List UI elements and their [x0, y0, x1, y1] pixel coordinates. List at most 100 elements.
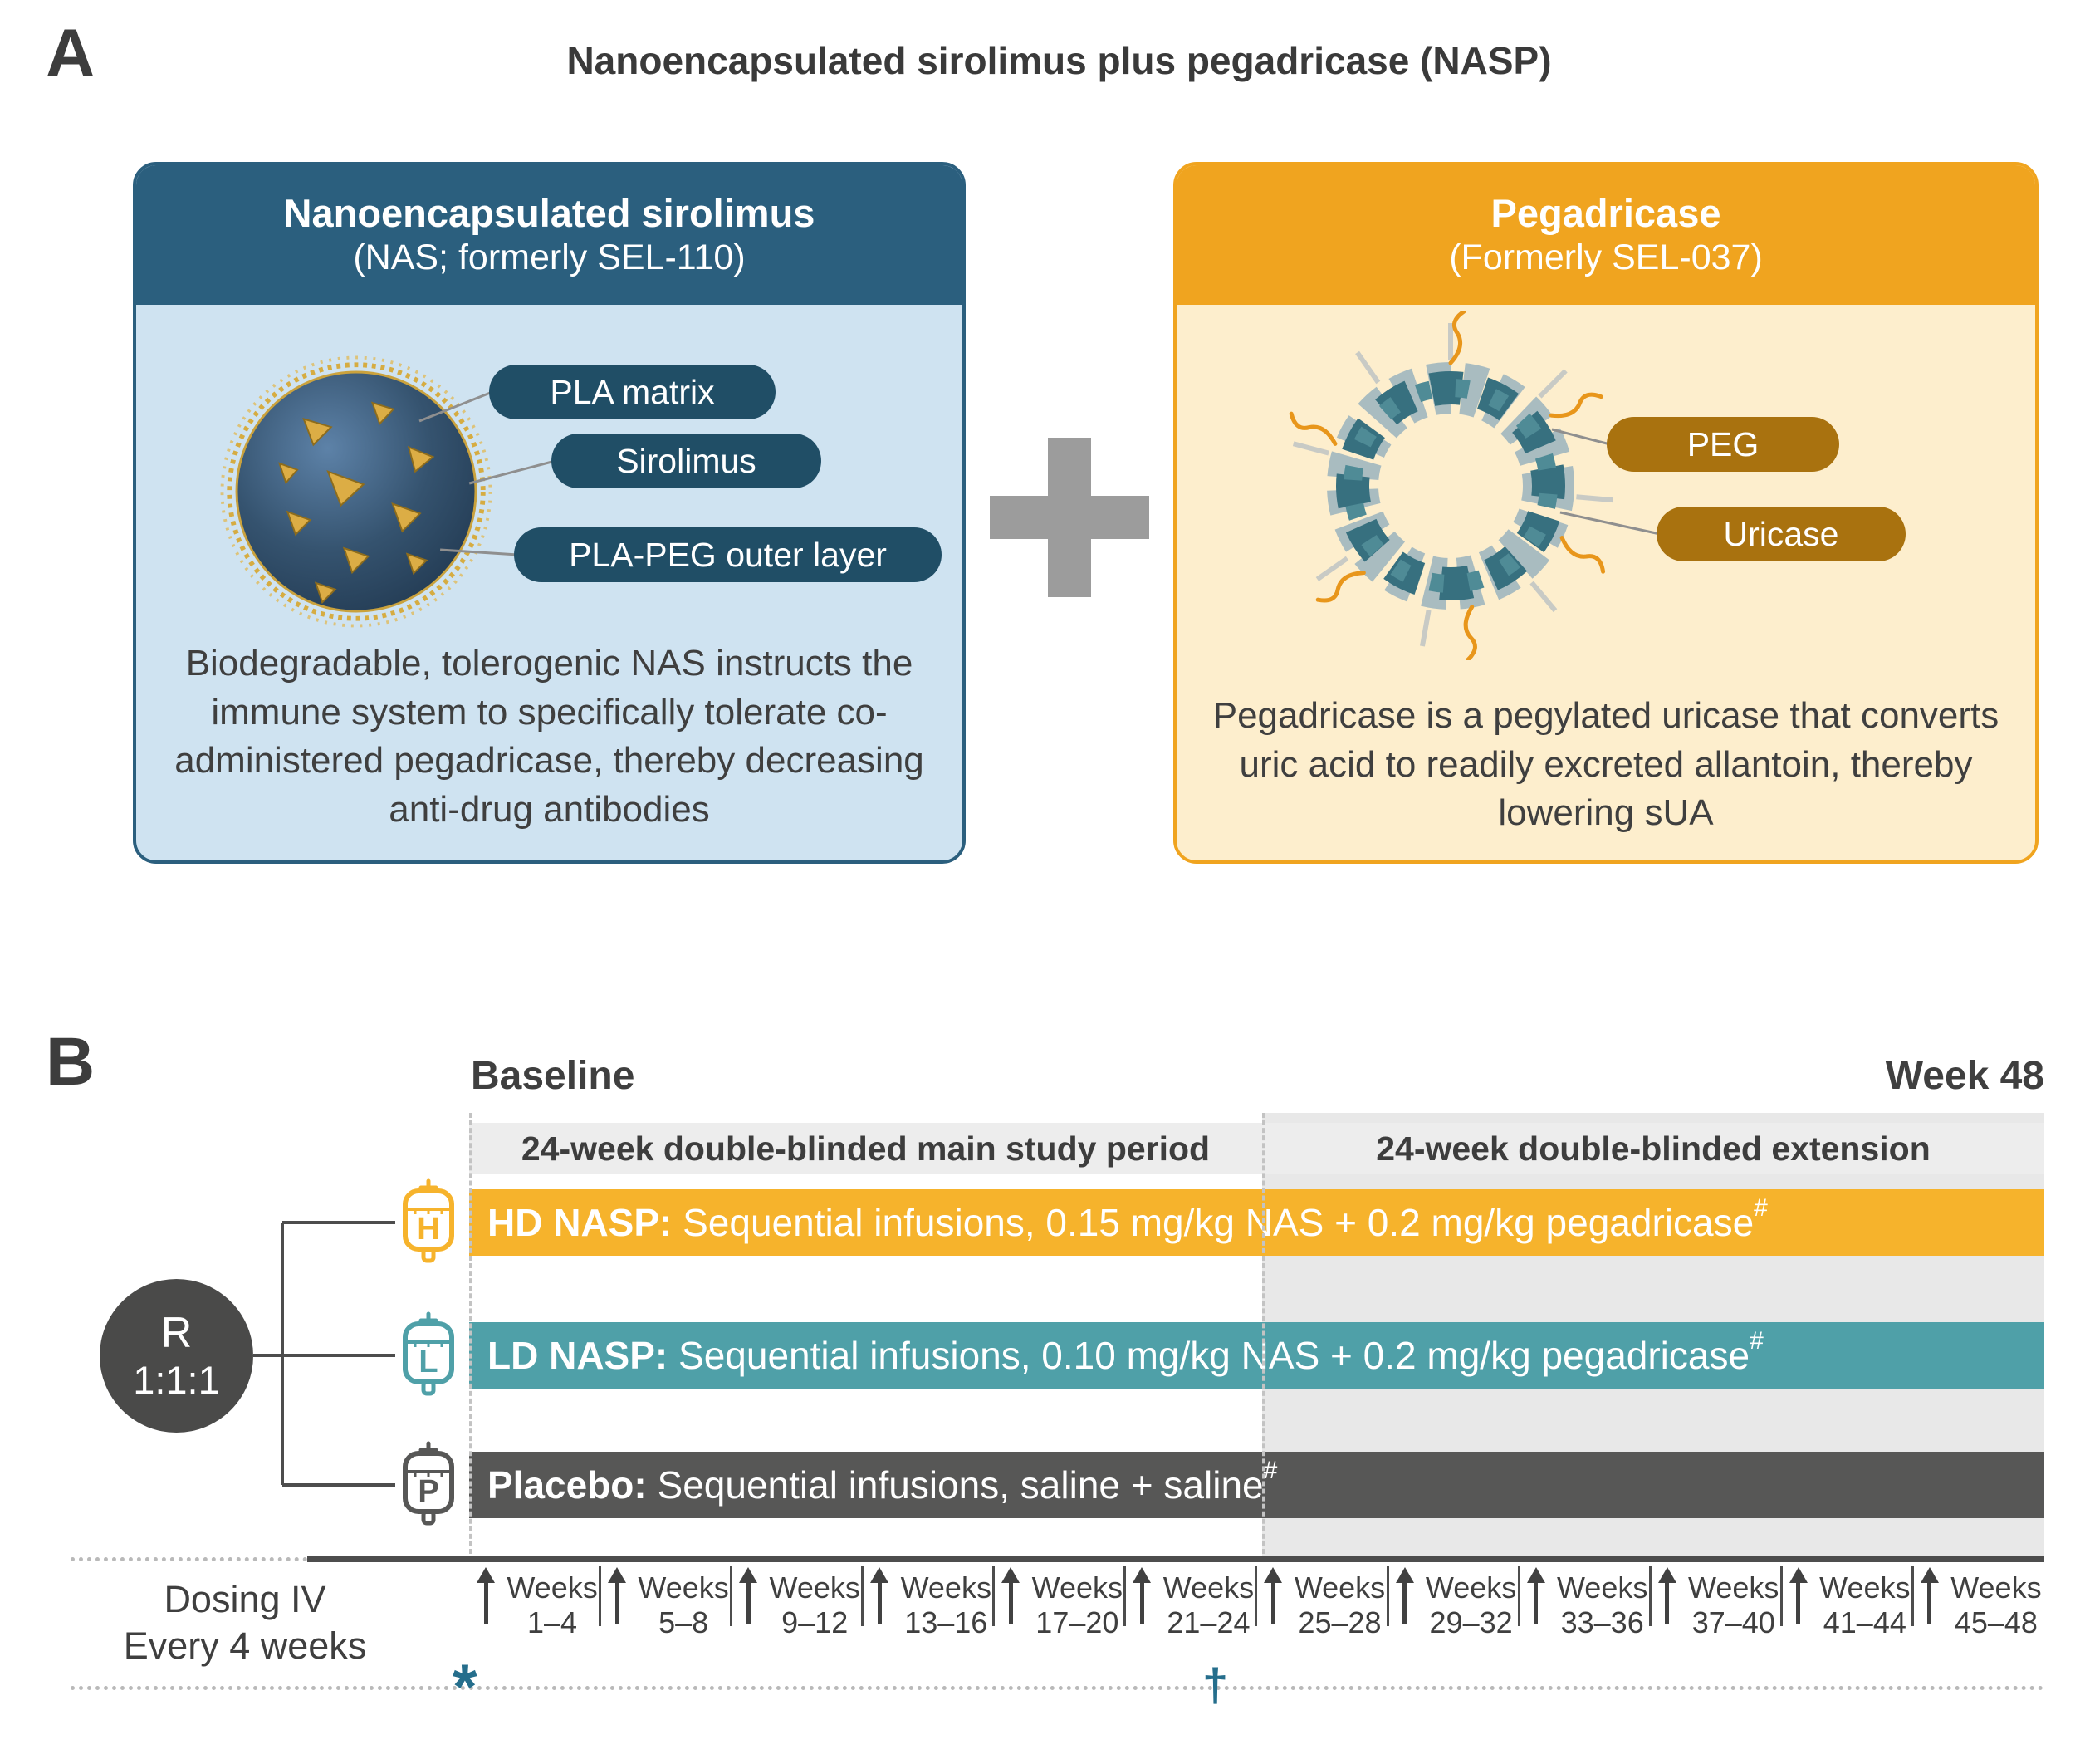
nas-box: Nanoencapsulated sirolimus (NAS; formerl…: [133, 162, 966, 864]
arm-bar-placebo: Placebo: Sequential infusions, saline + …: [469, 1452, 2044, 1518]
arm-regimen-hd: Sequential infusions, 0.15 mg/kg NAS + 0…: [672, 1201, 1755, 1244]
dose-window-range: 21–24: [1167, 1605, 1251, 1640]
footnote-marker: #: [1750, 1327, 1764, 1355]
callout-peg: PEG: [1607, 417, 1839, 472]
randomization-circle: R 1:1:1: [100, 1279, 253, 1433]
dose-window-label: Weeks: [507, 1570, 598, 1605]
callout-pla-matrix: PLA matrix: [489, 365, 776, 419]
dose-arrow-icon: [1001, 1567, 1020, 1624]
dose-window-range: 1–4: [527, 1605, 578, 1640]
axis-dotted-left: [71, 1557, 307, 1561]
arm-name-ld: LD NASP:: [487, 1334, 668, 1377]
dose-arrow-icon: [1263, 1567, 1283, 1624]
pegadricase-box: Pegadricase (Formerly SEL-037): [1173, 162, 2039, 864]
dose-window-label: Weeks: [1294, 1570, 1386, 1605]
week-24-dashed-line: [1262, 1113, 1265, 1561]
iv-bag-icon-placebo: P: [396, 1440, 461, 1528]
dose-window-label: Weeks: [1031, 1570, 1123, 1605]
dose-window-range: 37–40: [1691, 1605, 1775, 1640]
dose-arrow-icon: [1920, 1567, 1940, 1624]
dose-window-label: Weeks: [769, 1570, 860, 1605]
period-header-stripe: [469, 1123, 2044, 1174]
nas-leader-lines: [418, 390, 556, 556]
timeline-axis: [307, 1556, 2044, 1562]
dose-arrow-icon: [1789, 1567, 1808, 1624]
dose-window-label: Weeks: [1819, 1570, 1911, 1605]
dosing-label-line2: Every 4 weeks: [123, 1624, 367, 1668]
dose-window-label: Weeks: [1556, 1570, 1648, 1605]
pegadricase-box-body: PEG Uricase Pegadricase is a pegylated u…: [1177, 305, 2035, 860]
arm-regimen-placebo: Sequential infusions, saline + saline: [646, 1463, 1264, 1507]
bag-letter-ld: L: [418, 1345, 438, 1379]
nanoparticle-icon: [220, 355, 492, 628]
arm-bar-ld-nasp: LD NASP: Sequential infusions, 0.10 mg/k…: [469, 1322, 2044, 1389]
figure-title: Nanoencapsulated sirolimus plus pegadric…: [566, 39, 1552, 82]
iv-bag-icon-ld: L: [396, 1311, 461, 1399]
dose-window-label: Weeks: [1950, 1570, 2042, 1605]
randomization-bracket: [253, 1221, 395, 1487]
dose-window-range: 41–44: [1823, 1605, 1906, 1640]
main-study-period-label: 24-week double-blinded main study period: [521, 1129, 1211, 1168]
baseline-label: Baseline: [471, 1054, 635, 1098]
iv-bag-icon-hd: H: [396, 1178, 461, 1266]
dose-window-range: 33–36: [1560, 1605, 1644, 1640]
study-design-panel: 24-week double-blinded main study period…: [469, 1113, 2044, 1561]
nas-box-subtitle: (NAS; formerly SEL-110): [353, 238, 746, 278]
extension-period-label: 24-week double-blinded extension: [1376, 1129, 1931, 1168]
arm-name-hd: HD NASP:: [487, 1201, 673, 1244]
panel-b-label: B: [46, 1024, 95, 1100]
arm-name-placebo: Placebo:: [487, 1463, 647, 1507]
dosing-label-line1: Dosing IV: [164, 1578, 326, 1620]
arm-bar-hd-nasp: HD NASP: Sequential infusions, 0.15 mg/k…: [469, 1189, 2044, 1256]
nas-box-title: Nanoencapsulated sirolimus: [283, 191, 815, 235]
uricase-protein-icon: [1276, 311, 1613, 660]
randomization-ratio: 1:1:1: [133, 1358, 220, 1403]
nas-box-body: PLA matrix Sirolimus PLA-PEG outer layer…: [136, 305, 962, 860]
dose-window-label: Weeks: [1162, 1570, 1255, 1605]
dose-arrow-icon: [1526, 1567, 1546, 1624]
footnote-marker: #: [1263, 1457, 1278, 1484]
bag-letter-placebo: P: [418, 1474, 438, 1509]
footnote-marker: #: [1754, 1194, 1768, 1222]
dose-arrow-icon: [476, 1567, 496, 1624]
dose-window-label: Weeks: [638, 1570, 729, 1605]
pegadricase-description: Pegadricase is a pegylated uricase that …: [1212, 695, 1999, 834]
pegadricase-box-subtitle: (Formerly SEL-037): [1449, 238, 1763, 278]
dose-window-label: Weeks: [1688, 1570, 1779, 1605]
dosing-schedule-label: Dosing IV Every 4 weeks: [62, 1576, 428, 1670]
nas-box-header: Nanoencapsulated sirolimus (NAS; formerl…: [136, 165, 962, 305]
randomization-letter: R: [160, 1308, 193, 1357]
bag-letter-hd: H: [417, 1212, 439, 1247]
dose-arrow-icon: [1395, 1567, 1415, 1624]
pegadricase-box-header: Pegadricase (Formerly SEL-037): [1177, 165, 2035, 305]
week-48-label: Week 48: [1885, 1054, 2044, 1098]
dose-window-range: 13–16: [904, 1605, 988, 1640]
panel-a-label: A: [46, 16, 95, 91]
baseline-dashed-line: [469, 1113, 472, 1561]
nas-description: Biodegradable, tolerogenic NAS instructs…: [174, 643, 924, 830]
pegadricase-box-title: Pegadricase: [1490, 191, 1721, 235]
callout-sirolimus: Sirolimus: [551, 434, 821, 488]
plus-icon: [990, 438, 1149, 597]
dose-window-range: 5–8: [658, 1605, 709, 1640]
arm-regimen-ld: Sequential infusions, 0.10 mg/kg NAS + 0…: [668, 1334, 1750, 1377]
footnote-dotted-line: [71, 1686, 2044, 1690]
dose-arrow-icon: [869, 1567, 889, 1624]
dose-arrow-icon: [738, 1567, 758, 1624]
dose-arrow-icon: [607, 1567, 627, 1624]
dose-window-label: Weeks: [1425, 1570, 1517, 1605]
dose-window-range: 29–32: [1429, 1605, 1513, 1640]
dose-arrow-icon: [1132, 1567, 1152, 1624]
